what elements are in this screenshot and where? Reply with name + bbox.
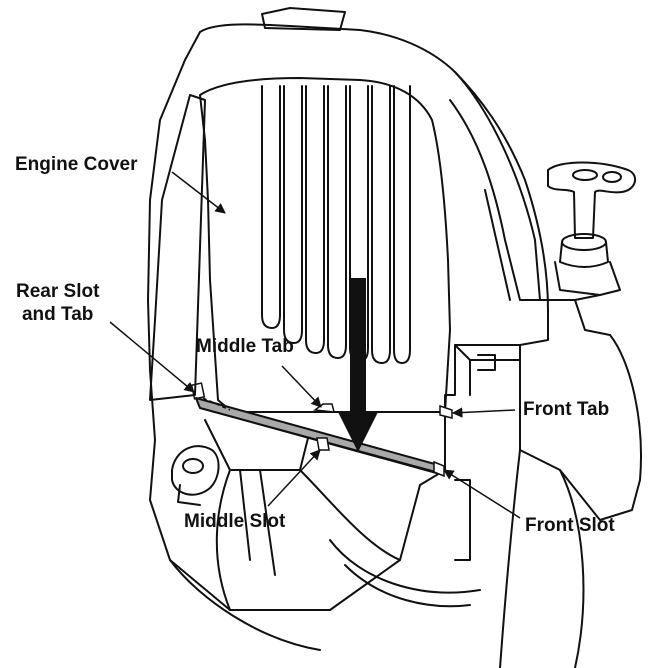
- leader-lines: [109, 171, 521, 519]
- label-front-tab: Front Tab: [523, 399, 610, 420]
- cover-dome: [199, 77, 451, 413]
- label-rear-slot-line2: and Tab: [21, 304, 94, 325]
- right-lower-housing: [519, 334, 642, 521]
- label-engine-cover: Engine Cover: [15, 154, 138, 175]
- fuel-cap: [519, 161, 637, 336]
- label-rear-slot-and-tab: Rear Slot and Tab: [16, 280, 99, 326]
- down-arrow: [338, 278, 378, 452]
- label-rear-slot-line1: Rear Slot: [16, 281, 100, 302]
- front-tab-mark: [439, 404, 453, 419]
- label-middle-slot: Middle Slot: [184, 511, 286, 532]
- front-slot-mark: [433, 460, 445, 478]
- primer-knob: [171, 445, 220, 506]
- left-side-panel: [149, 94, 206, 401]
- cover-ribs: [261, 85, 411, 364]
- middle-slot-mark: [316, 437, 330, 451]
- middle-tab-mark: [313, 403, 335, 413]
- label-front-slot: Front Slot: [525, 515, 615, 536]
- lower-housing: [204, 419, 311, 471]
- engine-body-outline: [147, 23, 549, 611]
- label-middle-tab: Middle Tab: [196, 336, 294, 357]
